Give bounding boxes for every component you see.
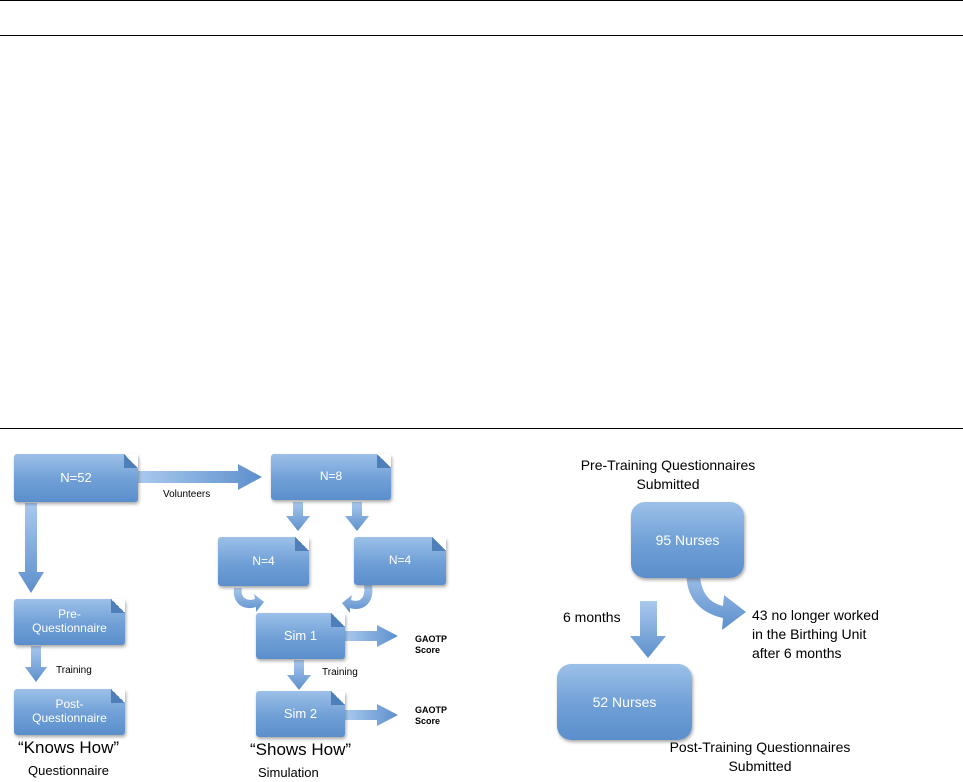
pre-training-title: Pre-Training Questionnaires Submitted	[580, 457, 756, 492]
nurses52-label: 52 Nurses	[592, 693, 657, 710]
shows-how-caption: “Shows How”	[250, 740, 352, 759]
sim1-label: Sim 1	[283, 627, 318, 643]
n52-fold	[124, 454, 138, 468]
training-mid-label: Training	[322, 667, 358, 678]
arrow-curve-right	[342, 585, 373, 613]
arrow-sim1-gaotp	[345, 625, 398, 647]
nurses95-label: 95 Nurses	[655, 531, 720, 548]
arrow-curve-left	[233, 588, 264, 612]
gaotp-score-1: GAOTP Score	[415, 634, 448, 655]
six-months-label: 6 months	[563, 609, 621, 625]
post-questionnaire-fold	[111, 689, 125, 703]
n4-left-label: N=4	[252, 553, 275, 568]
simulation-caption: Simulation	[258, 765, 319, 780]
arrow-n8-left-down	[286, 502, 310, 531]
n4-right-fold	[432, 537, 446, 551]
n8-fold	[377, 454, 391, 468]
n8-box: N=8	[271, 454, 391, 500]
sim1-fold	[331, 613, 345, 627]
arrow-sim2-gaotp	[345, 704, 398, 726]
top-rule	[0, 0, 963, 1]
n52-label: N=52	[60, 469, 92, 485]
n52-box: N=52	[14, 454, 138, 502]
gaotp-score-2: GAOTP Score	[415, 705, 448, 726]
arrow-dropout	[686, 562, 746, 630]
n4-right-label: N=4	[388, 553, 412, 568]
post-questionnaire-box: Post- Questionnaire	[14, 689, 125, 735]
n4-left-fold	[295, 537, 309, 551]
knows-how-caption: “Knows How”	[18, 738, 120, 757]
questionnaire-caption: Questionnaire	[28, 763, 109, 778]
sim1-box: Sim 1	[256, 613, 345, 659]
n4-right-box: N=4	[354, 537, 446, 585]
arrow-six-months	[630, 601, 666, 658]
post-training-title: Post-Training Questionnaires Submitted	[669, 739, 851, 774]
n8-label: N=8	[319, 469, 343, 484]
arrow-n52-down	[18, 503, 44, 593]
section-rule	[0, 428, 963, 429]
pre-questionnaire-fold	[111, 599, 125, 613]
arrow-sim1-sim2	[287, 660, 311, 690]
arrow-n8-right-down	[345, 502, 369, 531]
nurses95-box: 95 Nurses	[631, 502, 744, 578]
training-left-label: Training	[56, 665, 92, 676]
post-questionnaire-label: Post- Questionnaire	[32, 697, 107, 725]
pre-questionnaire-label: Pre- Questionnaire	[32, 607, 107, 635]
sim2-fold	[331, 691, 345, 705]
pre-questionnaire-box: Pre- Questionnaire	[14, 599, 125, 645]
arrow-volunteers	[138, 464, 262, 490]
sim2-box: Sim 2	[256, 691, 345, 737]
dropout-label: 43 no longer worked in the Birthing Unit…	[752, 607, 879, 661]
header-rule	[0, 35, 963, 36]
n4-left-box: N=4	[218, 537, 309, 586]
volunteers-label: Volunteers	[163, 489, 211, 500]
sim2-label: Sim 2	[283, 705, 318, 721]
nurses52-box: 52 Nurses	[557, 664, 692, 740]
arrow-pre-post	[25, 646, 47, 682]
